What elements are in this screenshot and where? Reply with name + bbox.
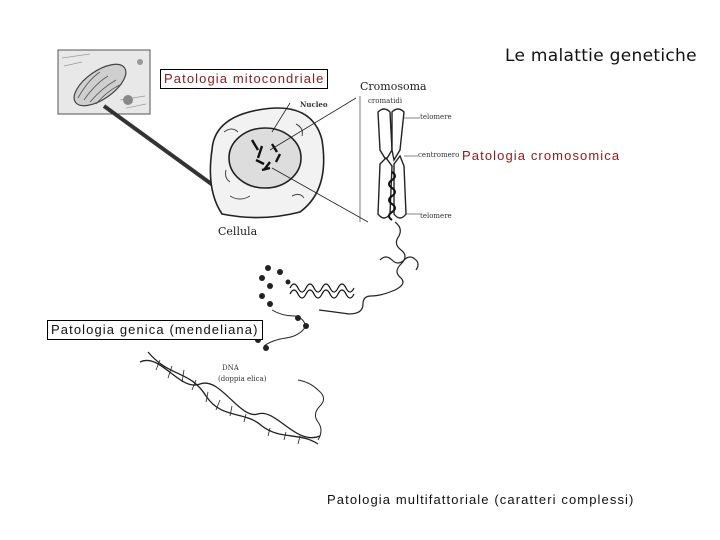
genic-pathology-label: Patologia genica (mendeliana)	[47, 320, 263, 340]
mitochondrion-micrograph	[58, 50, 150, 114]
mitochondrial-pathology-label: Patologia mitocondriale	[160, 69, 328, 89]
nucleo-caption: Nucleo	[300, 100, 328, 109]
chromatin-fibre	[319, 222, 418, 314]
cromosoma-caption: Cromosoma	[360, 80, 427, 93]
chromosomal-pathology-label: Patologia cromosomica	[459, 147, 623, 165]
dna-sub-caption: (doppia elica)	[218, 375, 266, 383]
cromatide-caption: cromatidi	[368, 97, 402, 105]
telomere-top-caption: telomere	[420, 113, 452, 121]
arrow-line	[104, 106, 228, 196]
cell-drawing	[210, 103, 323, 218]
chromosome-drawing	[378, 109, 420, 220]
dna-caption: DNA	[222, 364, 239, 372]
solenoid-coil	[290, 284, 354, 298]
telomere-bottom-caption: telomere	[420, 212, 452, 220]
nucleosome-beads	[255, 265, 309, 351]
centromere-caption: centromero	[418, 151, 459, 159]
multifactorial-pathology-label: Patologia multifattoriale (caratteri com…	[324, 491, 637, 509]
cellula-caption: Cellula	[218, 225, 257, 238]
